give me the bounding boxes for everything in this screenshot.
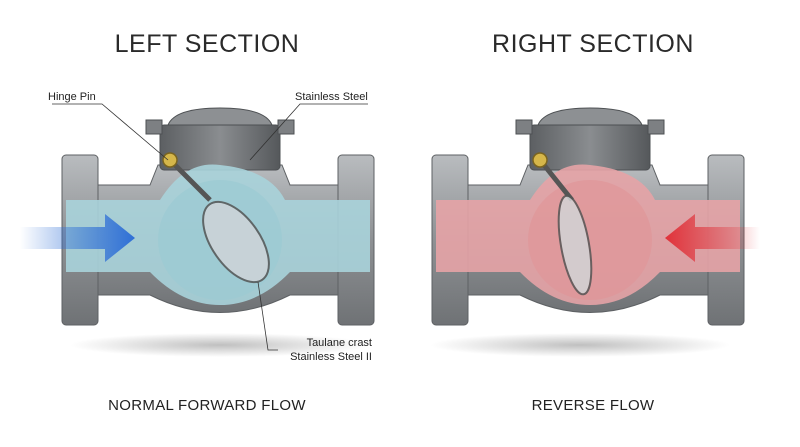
taulane-label: Taulane crast Stainless Steel II (282, 336, 372, 364)
right-hinge-pin-icon (532, 152, 548, 168)
right-valve (430, 107, 760, 357)
left-section-title: LEFT SECTION (114, 30, 300, 58)
left-disc-open (168, 158, 270, 284)
left-section-caption: NORMAL FORWARD FLOW (108, 397, 306, 414)
right-bonnet (529, 124, 651, 171)
stainless-steel-leader (249, 103, 368, 161)
taulane-leader (257, 281, 278, 351)
right-section-caption: REVERSE FLOW (531, 397, 655, 414)
right-section-title: RIGHT SECTION (492, 30, 694, 58)
right-disc-closed (538, 158, 593, 296)
stainless-steel-label: Stainless Steel (295, 91, 368, 103)
left-bolt-2 (277, 119, 295, 135)
hinge-pin-label: Hinge Pin (48, 91, 96, 103)
left-valve (20, 103, 375, 357)
hinge-pin-icon (162, 152, 178, 168)
taulane-label-line1: Taulane crast (306, 337, 372, 349)
forward-flow-arrow (20, 214, 135, 262)
right-bolt-1 (515, 119, 533, 135)
taulane-label-line2: Stainless Steel II (290, 351, 372, 363)
hinge-pin-leader (52, 103, 169, 161)
left-bonnet (159, 124, 281, 171)
reverse-flow-arrow (665, 214, 760, 262)
left-valve-shadow (70, 333, 370, 357)
left-bonnet-cap (167, 107, 273, 126)
right-bonnet-cap (537, 107, 643, 126)
left-bolt-1 (145, 119, 163, 135)
right-valve-shadow (430, 333, 730, 357)
right-bolt-2 (647, 119, 665, 135)
